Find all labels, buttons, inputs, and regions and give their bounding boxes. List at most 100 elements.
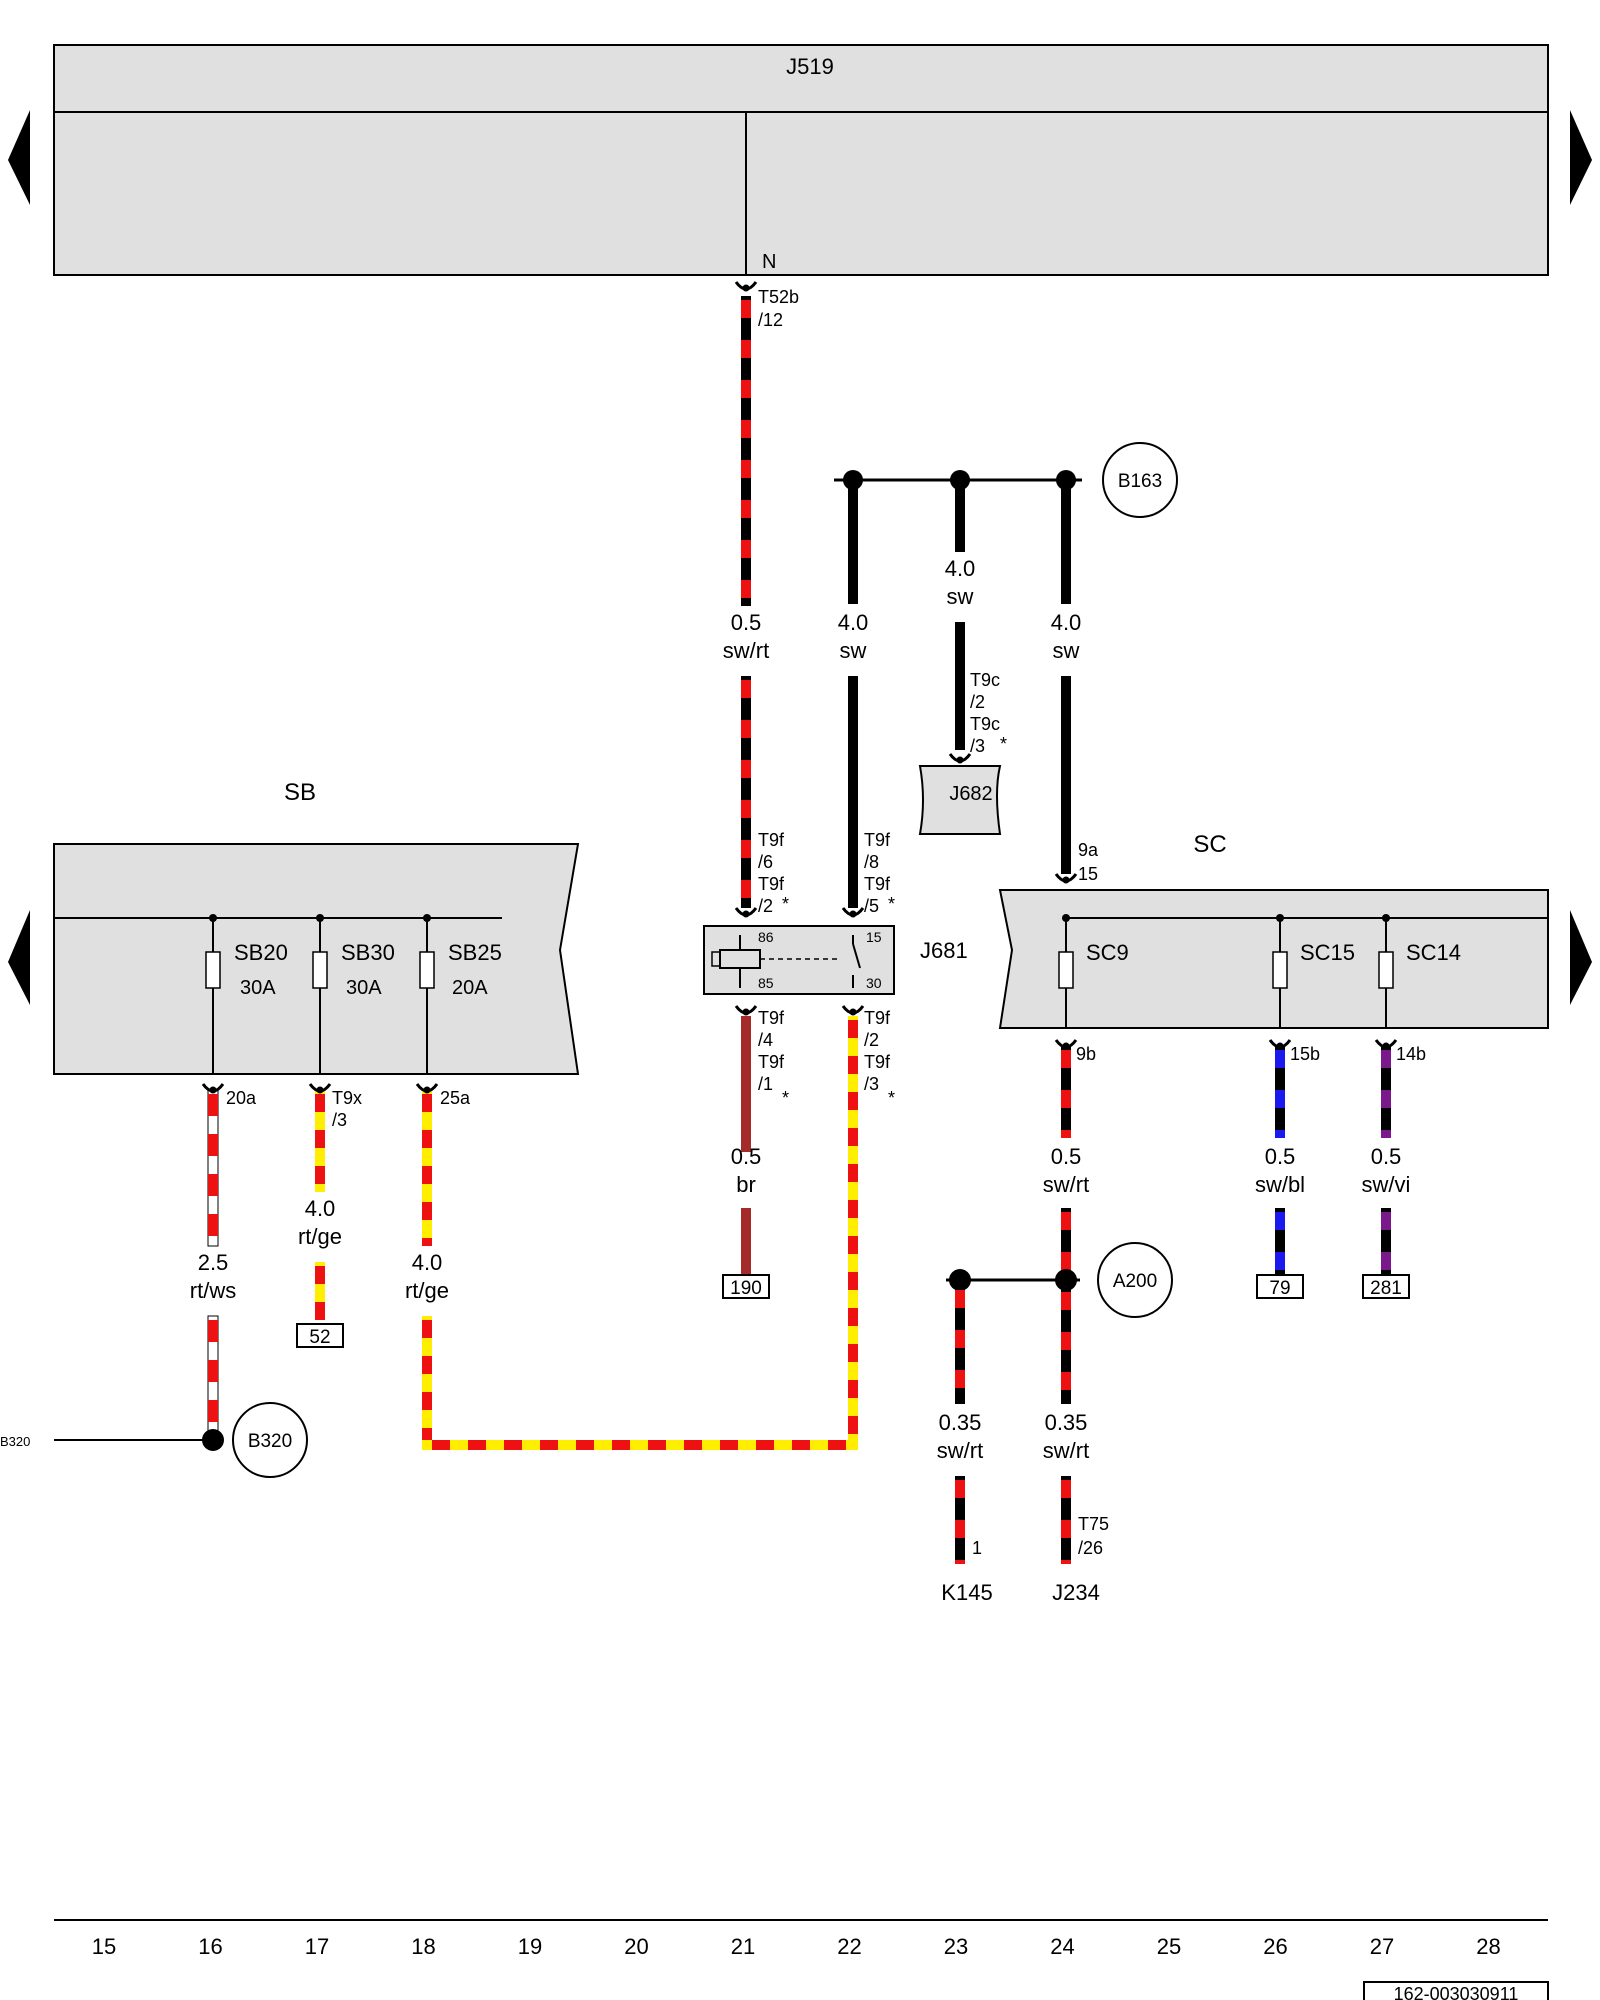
connector-pin <box>849 910 857 918</box>
pin-t75-b: /26 <box>1078 1538 1103 1558</box>
next-page-arrow-icon-lower[interactable] <box>1570 910 1592 1005</box>
ref-190-box[interactable] <box>722 1274 770 1299</box>
pin-t9f-left-b: /6 <box>758 852 773 872</box>
j682-housing <box>918 765 1002 835</box>
fuse-sc9[interactable]: SC9 <box>1058 914 1129 1028</box>
sb20-rating: 30A <box>240 977 276 999</box>
wire-stripe <box>848 1416 858 1434</box>
wire-k145-stripes <box>955 1290 965 1564</box>
connector-pin <box>209 1086 217 1094</box>
column-label: 15 <box>92 1934 116 1959</box>
wire-stripe <box>955 1520 965 1538</box>
pin-t9f-left-a: T9f <box>758 830 785 850</box>
j681-diode <box>711 951 721 967</box>
pin-t9x-a: T9x <box>332 1088 362 1108</box>
wire-stripe <box>1381 1252 1391 1270</box>
wire-stripe <box>208 1400 218 1422</box>
ref-281-box[interactable] <box>1362 1274 1410 1299</box>
prev-page-arrow-icon-lower[interactable] <box>8 910 30 1005</box>
wire-stripe <box>792 1440 810 1450</box>
relay-pin-85: 85 <box>758 975 774 991</box>
wire-j234-size: 0.35 <box>1045 1410 1088 1435</box>
document-id: 162-003030911 <box>1394 1984 1519 2000</box>
wire-sb25-horizontal <box>422 1440 858 1450</box>
connector-pin <box>849 1008 857 1016</box>
pin-t52b-b: /12 <box>758 310 783 330</box>
pin-sc-9a: 9a <box>1078 840 1099 860</box>
fuse-sb20[interactable]: SB20 30A <box>205 914 288 1074</box>
wire-sc14-stripes <box>1381 1050 1391 1270</box>
b320-label: B320 <box>248 1431 292 1452</box>
wire-stripe <box>648 1440 666 1450</box>
pin-t9f-bl-d: /1 <box>758 1074 773 1094</box>
pin-sc-15: 15 <box>1078 864 1098 884</box>
wire-sb25-lower <box>422 1316 432 1450</box>
wire-stripe <box>468 1440 486 1450</box>
column-label: 19 <box>518 1934 542 1959</box>
ref-52-label: 52 <box>309 1327 330 1348</box>
relay-pin-86: 86 <box>758 929 774 945</box>
wire-stripe <box>741 500 751 518</box>
wire-sb25-color: rt/ge <box>405 1278 449 1303</box>
wire-stripe <box>955 1560 965 1564</box>
fuse-sb30[interactable]: SB30 30A <box>312 914 395 1074</box>
pin-t9f-br-d: /3 <box>864 1074 879 1094</box>
pin-t52b-a: T52b <box>758 287 799 307</box>
pin-t9f-br-star: * <box>888 1088 895 1108</box>
wire-sb25-size: 4.0 <box>412 1250 443 1275</box>
a200-connection <box>1097 1242 1173 1318</box>
wire-stripe <box>848 1200 858 1218</box>
wire-stripe <box>684 1440 702 1450</box>
j519-pin-n: N <box>762 251 776 273</box>
wire-stripe <box>1381 1212 1391 1230</box>
pin-t9f-right-a: T9f <box>864 830 891 850</box>
connector-pin <box>423 1086 431 1094</box>
pin-t9f-bl-b: /4 <box>758 1030 773 1050</box>
j681-label: J681 <box>920 938 968 963</box>
wire-sc15-stripes <box>1275 1050 1285 1270</box>
wire-stripe <box>208 1360 218 1382</box>
fuse-sc14[interactable]: SC14 <box>1378 914 1461 1028</box>
wire-stripe <box>612 1440 630 1450</box>
connector-pin <box>956 756 964 764</box>
pin-t9f-br-a: T9f <box>864 1008 891 1028</box>
connector-pin <box>742 1008 750 1016</box>
wire-relay-brown-upper <box>741 1016 751 1152</box>
pin-t9f-left-star: * <box>782 894 789 914</box>
wire-stripe <box>315 1166 325 1184</box>
wire-b163-left-size: 4.0 <box>838 610 869 635</box>
wire-stripe <box>422 1356 432 1374</box>
wire-stripe <box>741 420 751 438</box>
wire-stripe <box>1061 1560 1071 1564</box>
a200-node-right <box>1055 1269 1077 1291</box>
ref-52-box[interactable] <box>296 1323 344 1348</box>
wire-sb30-lower <box>315 1262 325 1320</box>
fuse-sc15[interactable]: SC15 <box>1272 914 1355 1028</box>
wire-b163-mid-color: sw <box>947 584 974 609</box>
sb25-fuse-body <box>419 951 435 989</box>
wire-j519-lower <box>741 676 751 908</box>
column-label: 21 <box>731 1934 755 1959</box>
next-page-arrow-icon[interactable] <box>1570 110 1592 205</box>
wire-b163-right-size: 4.0 <box>1051 610 1082 635</box>
connector-pin <box>1276 1042 1284 1050</box>
wire-sb30-size: 4.0 <box>305 1196 336 1221</box>
wire-b163-right-lower <box>1061 676 1071 874</box>
connector-pin <box>1382 1042 1390 1050</box>
column-label: 28 <box>1476 1934 1500 1959</box>
wire-stripe <box>1061 1292 1071 1310</box>
pin-t9f-right-d: /5 <box>864 896 879 916</box>
pin-t9c-c: T9c <box>970 714 1000 734</box>
wire-stripe <box>1381 1050 1391 1068</box>
wire-j234-color: sw/rt <box>1043 1438 1089 1463</box>
prev-page-arrow-icon[interactable] <box>8 110 30 205</box>
fuse-sb25[interactable]: SB25 20A <box>419 914 502 1074</box>
ref-79-box[interactable] <box>1256 1274 1304 1299</box>
wire-sc14-color: sw/vi <box>1362 1172 1411 1197</box>
pin-t9f-left-c: T9f <box>758 874 785 894</box>
column-label: 17 <box>305 1934 329 1959</box>
ref-190-label: 190 <box>730 1278 762 1299</box>
k145-label: K145 <box>941 1580 992 1605</box>
